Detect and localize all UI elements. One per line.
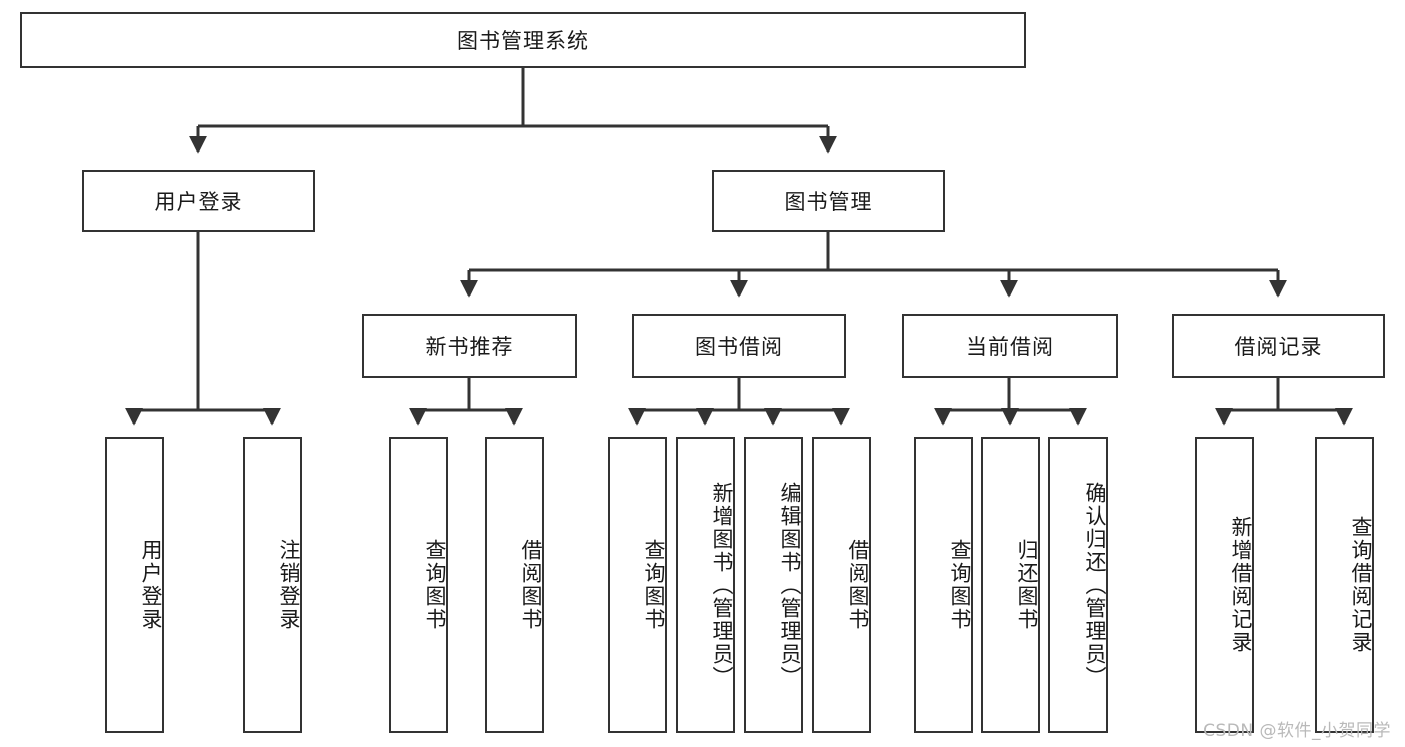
leaf-query-book-borrow[interactable]: 查询图书 — [608, 437, 667, 733]
leaf-add-book-admin[interactable]: 新增图书（管理员） — [676, 437, 735, 733]
leaf-borrow-book-label: 借阅图书 — [846, 539, 870, 631]
node-book-borrow-label: 图书借阅 — [695, 335, 783, 359]
node-book-borrow[interactable]: 图书借阅 — [632, 314, 846, 378]
node-root[interactable]: 图书管理系统 — [20, 12, 1026, 68]
leaf-borrow-book-recommend[interactable]: 借阅图书 — [485, 437, 544, 733]
watermark: CSDN @软件_小贺同学 — [1203, 721, 1391, 741]
leaf-query-book-recommend[interactable]: 查询图书 — [389, 437, 448, 733]
node-current-borrow[interactable]: 当前借阅 — [902, 314, 1118, 378]
node-new-book-recommend-label: 新书推荐 — [425, 335, 514, 359]
leaf-query-book-current[interactable]: 查询图书 — [914, 437, 973, 733]
leaf-query-book-borrow-label: 查询图书 — [642, 539, 666, 631]
node-book-management-label: 图书管理 — [784, 190, 873, 214]
leaf-query-borrow-record[interactable]: 查询借阅记录 — [1315, 437, 1374, 733]
node-user-login-label: 用户登录 — [154, 190, 243, 214]
leaf-user-login[interactable]: 用户登录 — [105, 437, 164, 733]
leaf-borrow-book-recommend-label: 借阅图书 — [519, 539, 543, 631]
node-user-login[interactable]: 用户登录 — [82, 170, 315, 232]
leaf-borrow-book[interactable]: 借阅图书 — [812, 437, 871, 733]
node-borrow-record-label: 借阅记录 — [1234, 335, 1323, 359]
leaf-query-book-current-label: 查询图书 — [948, 539, 972, 631]
leaf-logout-label: 注销登录 — [277, 539, 301, 631]
node-new-book-recommend[interactable]: 新书推荐 — [362, 314, 577, 378]
leaf-confirm-return-admin-label: 确认归还（管理员） — [1083, 481, 1107, 689]
leaf-confirm-return-admin[interactable]: 确认归还（管理员） — [1048, 437, 1108, 733]
leaf-query-borrow-record-label: 查询借阅记录 — [1349, 516, 1373, 654]
leaf-edit-book-admin[interactable]: 编辑图书（管理员） — [744, 437, 803, 733]
node-book-management[interactable]: 图书管理 — [712, 170, 945, 232]
node-borrow-record[interactable]: 借阅记录 — [1172, 314, 1385, 378]
leaf-query-book-recommend-label: 查询图书 — [423, 539, 447, 631]
leaf-logout[interactable]: 注销登录 — [243, 437, 302, 733]
leaf-user-login-label: 用户登录 — [139, 539, 163, 631]
leaf-edit-book-admin-label: 编辑图书（管理员） — [778, 481, 802, 689]
leaf-add-borrow-record-label: 新增借阅记录 — [1229, 516, 1253, 654]
node-root-label: 图书管理系统 — [457, 29, 589, 53]
leaf-add-borrow-record[interactable]: 新增借阅记录 — [1195, 437, 1254, 733]
leaf-add-book-admin-label: 新增图书（管理员） — [710, 481, 734, 689]
leaf-return-book-label: 归还图书 — [1015, 539, 1039, 631]
node-current-borrow-label: 当前借阅 — [966, 335, 1054, 359]
leaf-return-book[interactable]: 归还图书 — [981, 437, 1040, 733]
